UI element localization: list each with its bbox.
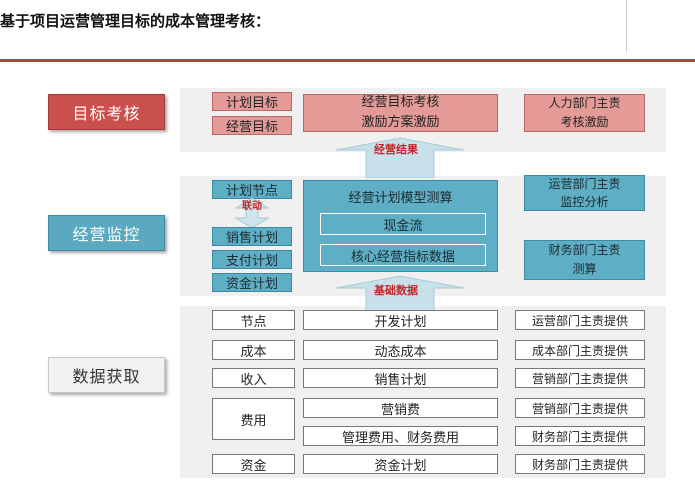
op-goal-box: 经营目标 <box>212 116 292 135</box>
hr-dept-line1: 人力部门主责 <box>548 96 621 110</box>
data-right-marketing-dept: 营销部门主责提供 <box>515 368 645 388</box>
level-monitor: 经营监控 <box>48 215 165 251</box>
result-arrow-label: 经营结果 <box>374 143 418 156</box>
data-center-dynamic-cost: 动态成本 <box>303 340 498 360</box>
band-data <box>180 306 666 478</box>
data-left-fund: 资金 <box>212 454 295 474</box>
core-data-box: 核心经营指标数据 <box>320 244 486 266</box>
result-arrow <box>335 137 465 178</box>
assessment-line2: 激励方案激励 <box>361 115 440 130</box>
finance-dept-line1: 财务部门主责 <box>548 243 621 257</box>
pay-plan-box: 支付计划 <box>212 250 292 269</box>
data-right-marketing-dept-2: 营销部门主责提供 <box>515 398 645 418</box>
data-center-sales-plan: 销售计划 <box>303 368 498 388</box>
data-center-dev-plan: 开发计划 <box>303 310 498 330</box>
level-target: 目标考核 <box>48 94 165 130</box>
assessment-line1: 经营目标考核 <box>361 95 440 110</box>
data-right-finance-dept-2: 财务部门主责提供 <box>515 454 645 474</box>
fund-plan-box: 资金计划 <box>212 273 292 292</box>
data-right-ops-dept: 运营部门主责提供 <box>515 310 645 330</box>
base-data-arrow <box>335 275 465 314</box>
data-left-expense: 费用 <box>212 398 295 440</box>
data-center-admin-finance-fee: 管理费用、财务费用 <box>303 426 498 446</box>
page-title: 基于项目运营管理目标的成本管理考核： <box>0 12 271 30</box>
data-left-income: 收入 <box>212 368 295 388</box>
finance-dept-line2: 测算 <box>572 262 597 276</box>
data-left-node: 节点 <box>212 310 295 330</box>
level-data: 数据获取 <box>48 357 165 393</box>
cash-flow-box: 现金流 <box>320 213 486 235</box>
header-accent-line <box>0 59 695 62</box>
base-data-arrow-label: 基础数据 <box>374 284 418 297</box>
data-right-finance-dept: 财务部门主责提供 <box>515 426 645 446</box>
link-arrow-label: 联动 <box>242 201 262 212</box>
plan-goal-box: 计划目标 <box>212 92 292 111</box>
assessment-incentive-box: 经营目标考核 激励方案激励 <box>303 94 498 132</box>
hr-dept-box: 人力部门主责 考核激励 <box>524 94 645 132</box>
ops-dept-line1: 运营部门主责 <box>548 177 621 191</box>
model-title: 经营计划模型测算 <box>348 191 453 206</box>
sales-plan-box: 销售计划 <box>212 227 292 246</box>
data-center-marketing-fee: 营销费 <box>303 398 498 418</box>
finance-dept-calc-box: 财务部门主责 测算 <box>524 240 645 280</box>
node-plan-box: 计划节点 <box>212 180 292 199</box>
ops-dept-line2: 监控分析 <box>560 195 609 209</box>
data-left-cost: 成本 <box>212 340 295 360</box>
link-arrow <box>234 198 270 228</box>
ops-dept-monitor-box: 运营部门主责 监控分析 <box>524 175 645 211</box>
hr-dept-line2: 考核激励 <box>560 115 609 129</box>
header-divider <box>626 0 627 52</box>
data-right-cost-dept: 成本部门主责提供 <box>515 340 645 360</box>
data-center-fund-plan: 资金计划 <box>303 454 498 474</box>
